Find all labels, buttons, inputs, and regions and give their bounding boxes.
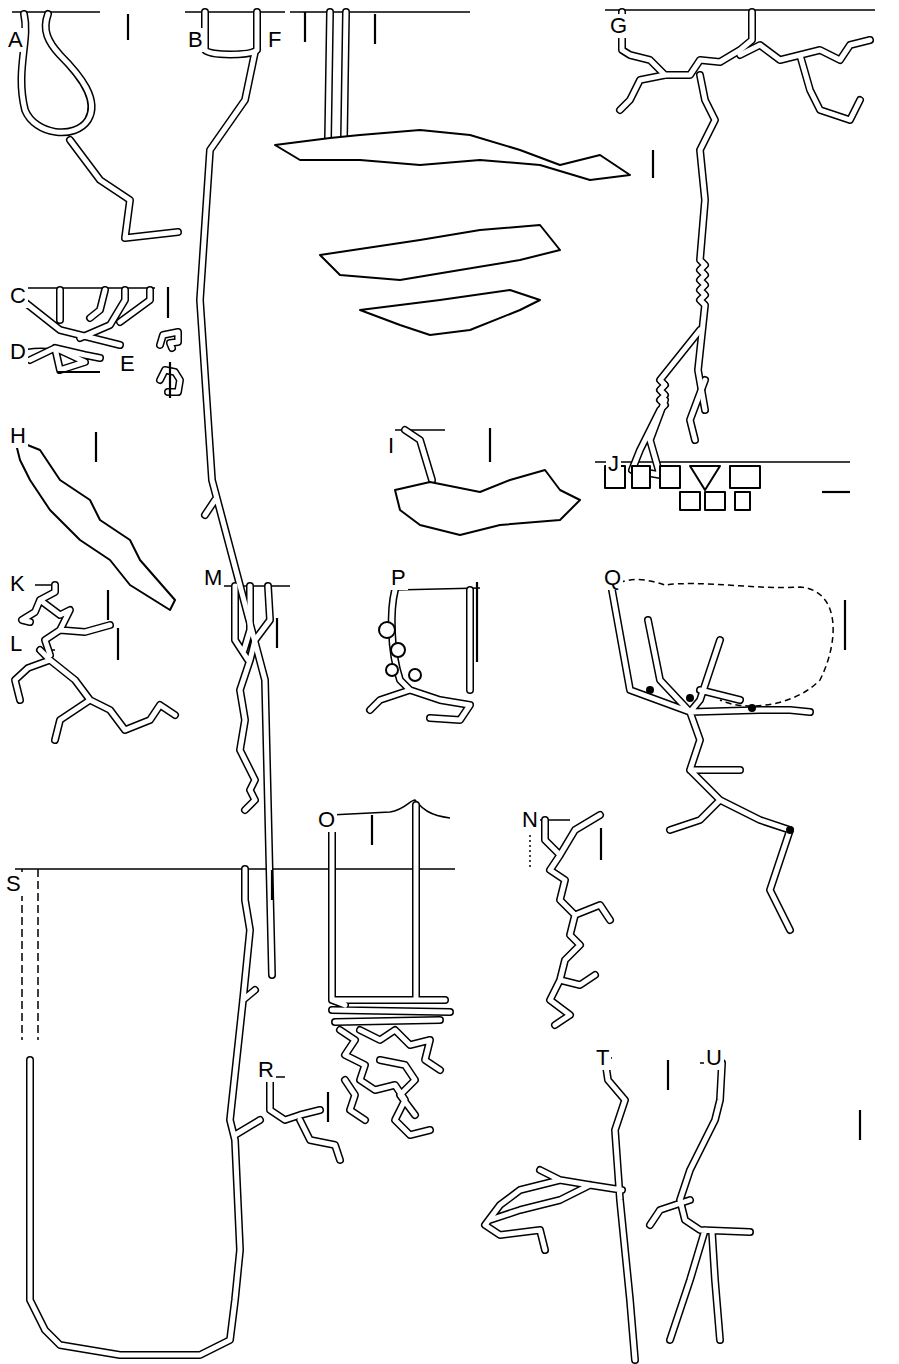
panel-letter: I [386, 434, 396, 458]
panel-letter: C [8, 284, 28, 308]
panel-letter: D [8, 340, 28, 364]
panel-letter: G [608, 14, 629, 38]
panel-letter: J [606, 452, 621, 476]
panel-letter: T [594, 1046, 611, 1070]
panel-letter: P [389, 566, 408, 590]
panel-letter: F [266, 28, 283, 52]
panel-letter: A [6, 28, 25, 52]
panel-letter: R [256, 1058, 276, 1082]
debris [646, 686, 794, 834]
panel-letter: U [704, 1046, 724, 1070]
ground-surface [12, 10, 875, 1077]
panel-letter: L [8, 632, 24, 656]
panel-letter: H [8, 424, 28, 448]
chamber [15, 130, 760, 681]
scale-bar [58, 12, 860, 1140]
panel-letter: K [8, 572, 27, 596]
panel-letter: B [186, 28, 205, 52]
panel-letter: N [520, 808, 540, 832]
panel-letter: O [316, 808, 337, 832]
panel-letter: M [202, 566, 224, 590]
panel-letter: S [4, 872, 23, 896]
panel-letter: Q [602, 566, 623, 590]
panel-letter: E [118, 352, 137, 376]
